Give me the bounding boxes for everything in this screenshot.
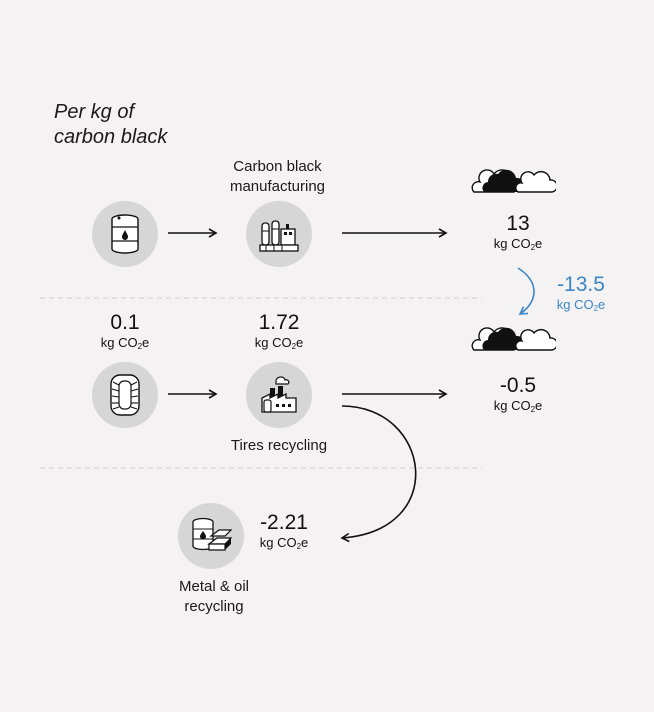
heading-line-1: Per kg of <box>54 101 135 123</box>
metal-oil-readout: -2.21 kg CO2e <box>250 511 318 555</box>
recycling-plant-icon <box>261 376 297 413</box>
tire-recycling-unit: kg CO2e <box>254 335 304 351</box>
net-unit: kg CO2e <box>493 398 543 414</box>
tire-input-value: 0.1 <box>110 311 140 334</box>
arrow-reduction <box>517 267 535 315</box>
tire-input-readout: 0.1 kg CO2e <box>84 311 166 355</box>
manufacturing-label-line-2: manufacturing <box>229 178 326 195</box>
factory-icon <box>259 220 299 252</box>
cloud-icon <box>471 327 556 351</box>
diagram-heading: Per kg of carbon black <box>54 100 167 150</box>
oil-barrel-icon <box>111 214 139 254</box>
tire-node <box>92 362 158 428</box>
reduction-unit: kg CO2e <box>556 297 606 313</box>
net-value: -0.5 <box>499 374 537 397</box>
metal-oil-value: -2.21 <box>260 511 308 534</box>
metal-oil-label-line-2: recycling <box>184 598 244 615</box>
metal-oil-label-line-1: Metal & oil <box>178 578 250 595</box>
emission-readout: 13 kg CO2e <box>468 212 568 256</box>
tire-recycling-readout: 1.72 kg CO2e <box>238 311 320 355</box>
metal-oil-unit: kg CO2e <box>259 535 309 551</box>
tire-input-unit: kg CO2e <box>100 335 150 351</box>
reduction-value: -13.5 <box>557 273 605 296</box>
tire-icon <box>110 374 140 416</box>
manufacturing-node <box>246 201 312 267</box>
arrow-recycling-to-metal-oil <box>340 405 417 543</box>
manufacturing-label: Carbon black manufacturing <box>205 157 350 197</box>
tire-recycling-value: 1.72 <box>258 311 300 334</box>
emission-value: 13 <box>506 212 530 235</box>
cloud-icon <box>471 169 556 193</box>
oil-barrel-node <box>92 201 158 267</box>
heading-line-2: carbon black <box>54 126 168 148</box>
metal-oil-label: Metal & oil recycling <box>150 577 278 617</box>
metal-oil-icon <box>192 517 233 551</box>
tire-recycling-node <box>246 362 312 428</box>
tire-recycling-label: Tires recycling <box>230 437 328 454</box>
metal-oil-node <box>178 503 244 569</box>
reduction-readout: -13.5 kg CO2e <box>550 273 612 317</box>
net-readout: -0.5 kg CO2e <box>468 374 568 418</box>
emission-unit: kg CO2e <box>493 236 543 252</box>
manufacturing-label-line-1: Carbon black <box>233 158 322 175</box>
